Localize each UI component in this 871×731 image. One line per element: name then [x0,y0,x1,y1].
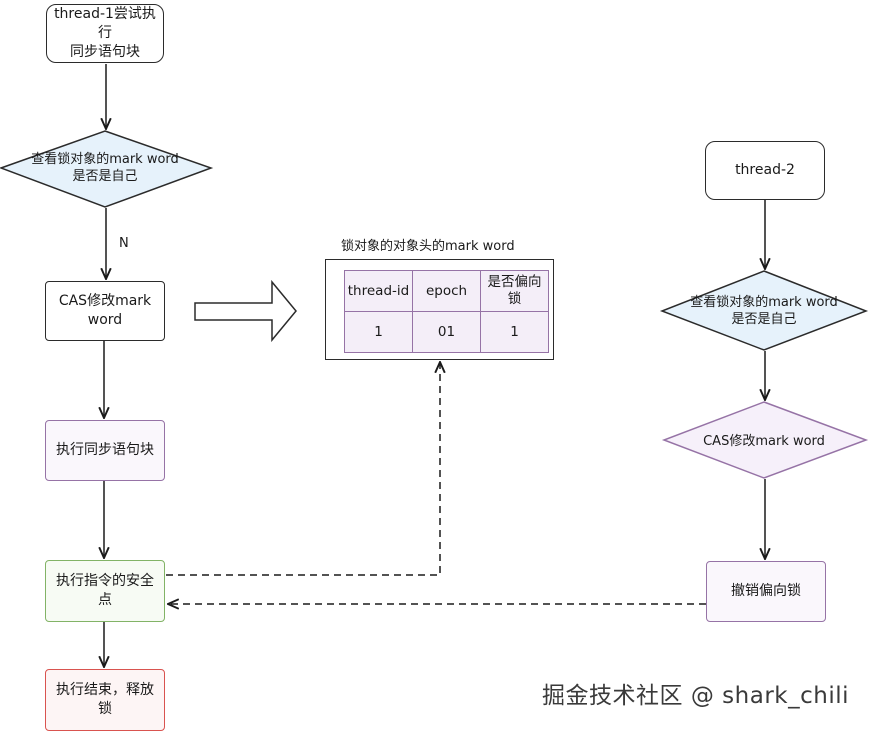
finish-box: 执行结束，释放 锁 [45,669,165,731]
exec-sync-box: 执行同步语句块 [45,420,165,481]
watermark: 掘金技术社区 @ shark_chili [542,683,849,709]
markword-value-row: 1 01 1 [344,311,549,353]
markword-header-row: thread-id epoch 是否偏向 锁 [344,270,549,312]
revoke-box: 撤销偏向锁 [706,561,826,622]
thread2-start-box: thread-2 [705,141,825,200]
edge-label-no: N [119,236,129,251]
markword-header-thread-id: thread-id [344,270,413,312]
safepoint-box: 执行指令的安全 点 [45,560,165,622]
markword-header-epoch: epoch [412,270,481,312]
right-check-diamond [659,270,869,351]
cas-box: CAS修改mark word [45,281,165,341]
right-check-label: 查看锁对象的mark word 是否是自己 [690,295,838,327]
markword-table: thread-id epoch 是否偏向 锁 1 01 1 [344,270,549,353]
left-check-diamond [0,130,214,208]
markword-value-thread-id: 1 [344,311,413,353]
markword-header-biased: 是否偏向 锁 [480,270,549,312]
right-cas-diamond [661,401,869,479]
thread1-start-box: thread-1尝试执行 同步语句块 [46,4,164,63]
markword-value-biased: 1 [480,311,549,353]
dashed-arrow-to-markword [166,362,440,576]
block-arrow [194,279,297,343]
left-check-label: 查看锁对象的mark word 是否是自己 [31,152,179,184]
markword-value-epoch: 01 [412,311,481,353]
markword-title: 锁对象的对象头的mark word [341,239,515,254]
right-cas-label: CAS修改mark word [703,433,825,449]
